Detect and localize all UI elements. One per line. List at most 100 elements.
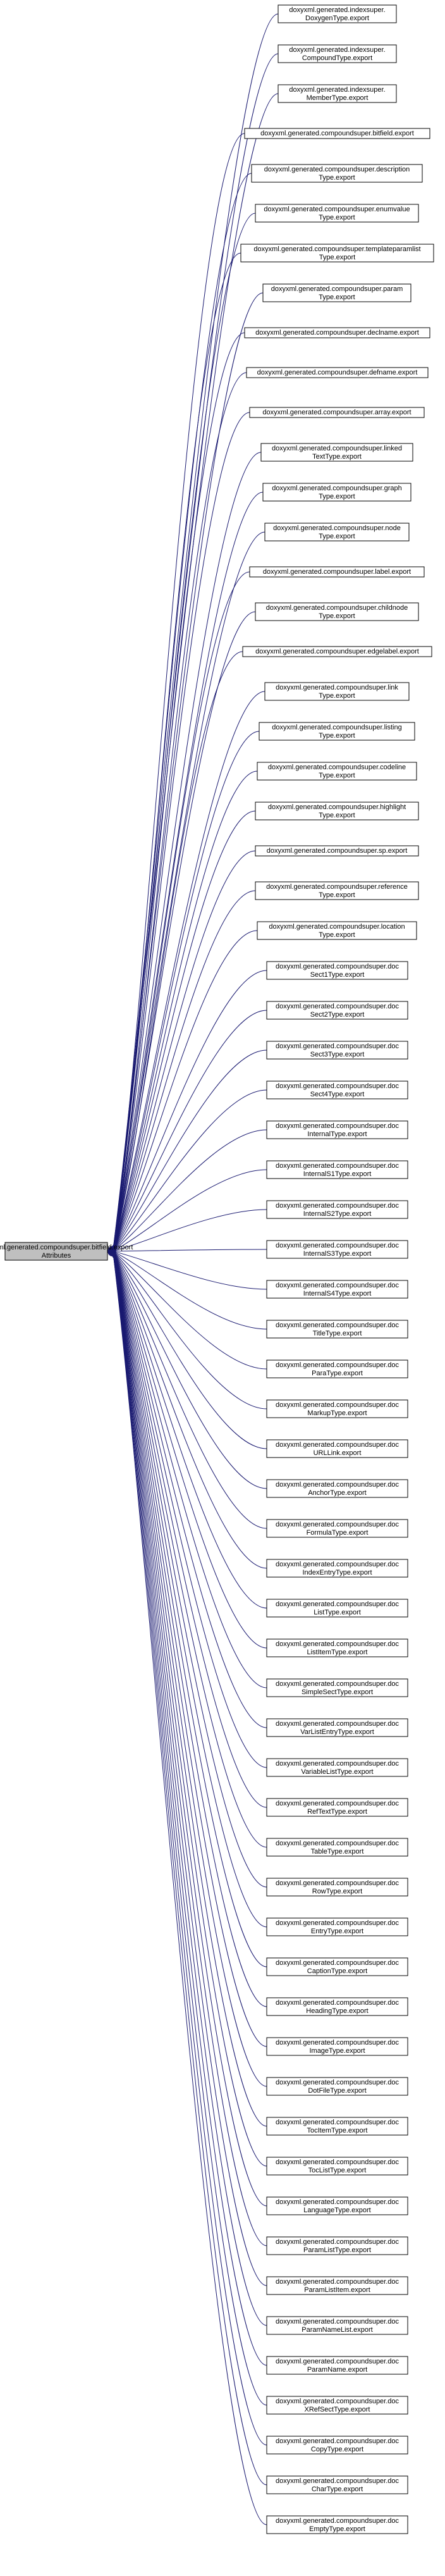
class-node[interactable]: doxyxml.generated.compoundsuper.docListT…: [266, 1599, 408, 1618]
class-node[interactable]: doxyxml.generated.compoundsuper.docRefTe…: [266, 1798, 408, 1817]
class-node[interactable]: doxyxml.generated.compoundsuper.docMarku…: [266, 1399, 408, 1418]
class-node-label: doxyxml.generated.compoundsuper.childnod…: [266, 604, 408, 612]
class-node[interactable]: doxyxml.generated.compoundsuper.docTocIt…: [266, 2117, 408, 2136]
class-node[interactable]: doxyxml.generated.compoundsuper.docVarLi…: [266, 1718, 408, 1737]
class-node[interactable]: doxyxml.generated.compoundsuper.docCharT…: [266, 2475, 408, 2494]
class-node[interactable]: doxyxml.generated.compoundsuper.docDotFi…: [266, 2077, 408, 2096]
class-node-label: Type.export: [319, 931, 355, 939]
class-node-label: InternalS1Type.export: [303, 1170, 372, 1178]
class-node[interactable]: doxyxml.generated.compoundsuper.graphTyp…: [262, 483, 411, 502]
inheritance-edge: [109, 1247, 267, 1728]
center-node[interactable]: doxyxml.generated.compoundsuper.bitfield…: [0, 1242, 133, 1261]
class-node-box: [242, 646, 432, 657]
class-node-box: [244, 327, 430, 338]
class-node[interactable]: doxyxml.generated.compoundsuper.docIndex…: [266, 1559, 408, 1578]
class-node[interactable]: doxyxml.generated.indexsuper.CompoundTyp…: [277, 44, 397, 63]
class-node-label: MarkupType.export: [307, 1409, 367, 1417]
inheritance-edge: [109, 173, 252, 1252]
class-node-label: doxyxml.generated.compoundsuper.doc: [276, 1401, 399, 1409]
class-node-label: ParamListItem.export: [304, 2286, 370, 2294]
class-node[interactable]: doxyxml.generated.compoundsuper.docSimpl…: [266, 1678, 408, 1697]
class-node[interactable]: doxyxml.generated.compoundsuper.label.ex…: [249, 566, 425, 578]
class-node-box: [266, 1957, 408, 1976]
class-node-label: doxyxml.generated.compoundsuper.doc: [276, 1521, 399, 1528]
class-node[interactable]: doxyxml.generated.compoundsuper.docTocLi…: [266, 2157, 408, 2176]
class-node-label: DoxygenType.export: [305, 15, 369, 22]
class-node-box: [259, 722, 415, 741]
class-node[interactable]: doxyxml.generated.compoundsuper.docCapti…: [266, 1957, 408, 1976]
class-node[interactable]: doxyxml.generated.compoundsuper.docParam…: [266, 2276, 408, 2295]
class-node[interactable]: doxyxml.generated.compoundsuper.docInter…: [266, 1280, 408, 1299]
class-node-label: Type.export: [319, 493, 355, 500]
class-node[interactable]: doxyxml.generated.compoundsuper.docFormu…: [266, 1519, 408, 1538]
class-node[interactable]: doxyxml.generated.compoundsuper.docInter…: [266, 1200, 408, 1219]
class-node[interactable]: doxyxml.generated.compoundsuper.docAncho…: [266, 1479, 408, 1498]
class-node[interactable]: doxyxml.generated.compoundsuper.sp.expor…: [255, 845, 419, 857]
class-node[interactable]: doxyxml.generated.compoundsuper.docSect4…: [266, 1081, 408, 1099]
class-node-box: [266, 1280, 408, 1299]
inheritance-edge: [109, 651, 243, 1254]
class-node-box: [266, 2436, 408, 2455]
class-node[interactable]: doxyxml.generated.compoundsuper.docURLLi…: [266, 1439, 408, 1458]
class-node-box: [266, 1997, 408, 2016]
class-node[interactable]: doxyxml.generated.compoundsuper.docSect2…: [266, 1001, 408, 1020]
class-node-label: doxyxml.generated.compoundsuper.doc: [276, 1840, 399, 1847]
class-node[interactable]: doxyxml.generated.compoundsuper.linkType…: [264, 682, 410, 701]
class-node[interactable]: doxyxml.generated.compoundsuper.docParam…: [266, 2356, 408, 2375]
class-node[interactable]: doxyxml.generated.compoundsuper.docInter…: [266, 1160, 408, 1179]
class-node[interactable]: doxyxml.generated.compoundsuper.defname.…: [246, 367, 429, 378]
class-node[interactable]: doxyxml.generated.compoundsuper.docInter…: [266, 1240, 408, 1259]
inheritance-edge: [108, 970, 267, 1256]
class-node-label: doxyxml.generated.compoundsuper.doc: [276, 2437, 399, 2445]
class-node[interactable]: doxyxml.generated.compoundsuper.docImage…: [266, 2037, 408, 2056]
class-node[interactable]: doxyxml.generated.compoundsuper.array.ex…: [249, 407, 425, 418]
class-node[interactable]: doxyxml.generated.compoundsuper.childnod…: [255, 602, 419, 621]
class-node[interactable]: doxyxml.generated.compoundsuper.bitfield…: [244, 128, 430, 139]
class-node[interactable]: doxyxml.generated.compoundsuper.codeline…: [257, 762, 417, 781]
class-node[interactable]: doxyxml.generated.compoundsuper.docInter…: [266, 1120, 408, 1139]
class-node[interactable]: doxyxml.generated.compoundsuper.docRowTy…: [266, 1878, 408, 1897]
class-node[interactable]: doxyxml.generated.compoundsuper.docEntry…: [266, 1917, 408, 1936]
class-node-label: doxyxml.generated.compoundsuper.doc: [276, 1919, 399, 1927]
class-node[interactable]: doxyxml.generated.indexsuper.MemberType.…: [277, 84, 397, 103]
class-node-label: TextType.export: [312, 453, 362, 461]
class-node[interactable]: doxyxml.generated.compoundsuper.docVaria…: [266, 1758, 408, 1777]
class-node-box: [266, 2396, 408, 2415]
class-node[interactable]: doxyxml.generated.compoundsuper.docParam…: [266, 2316, 408, 2335]
class-node[interactable]: doxyxml.generated.compoundsuper.docParam…: [266, 2236, 408, 2255]
class-node[interactable]: doxyxml.generated.compoundsuper.linkedTe…: [260, 443, 413, 462]
class-node[interactable]: doxyxml.generated.compoundsuper.highligh…: [255, 802, 419, 820]
class-node[interactable]: doxyxml.generated.compoundsuper.docXRefS…: [266, 2396, 408, 2415]
class-node[interactable]: doxyxml.generated.compoundsuper.paramTyp…: [262, 283, 411, 302]
class-node[interactable]: doxyxml.generated.compoundsuper.docSect3…: [266, 1041, 408, 1060]
class-node[interactable]: doxyxml.generated.compoundsuper.docTitle…: [266, 1320, 408, 1339]
class-node-label: URLLink.export: [314, 1449, 362, 1457]
class-node[interactable]: doxyxml.generated.compoundsuper.listingT…: [259, 722, 415, 741]
class-node[interactable]: doxyxml.generated.compoundsuper.docHeadi…: [266, 1997, 408, 2016]
class-node-label: doxyxml.generated.indexsuper.: [289, 6, 385, 14]
class-node[interactable]: doxyxml.generated.compoundsuper.docListI…: [266, 1638, 408, 1657]
class-node[interactable]: doxyxml.generated.compoundsuper.declname…: [244, 327, 430, 338]
class-node-box: [266, 1240, 408, 1259]
inheritance-edge: [109, 1249, 267, 2007]
class-node[interactable]: doxyxml.generated.compoundsuper.docLangu…: [266, 2196, 408, 2215]
class-node[interactable]: doxyxml.generated.compoundsuper.descript…: [251, 164, 423, 183]
inheritance-edge: [108, 1246, 267, 1569]
class-node[interactable]: doxyxml.generated.compoundsuper.location…: [257, 921, 417, 940]
class-node[interactable]: doxyxml.generated.compoundsuper.edgelabe…: [242, 646, 432, 657]
class-node[interactable]: doxyxml.generated.compoundsuper.docTable…: [266, 1838, 408, 1857]
class-node[interactable]: doxyxml.generated.compoundsuper.referenc…: [255, 881, 419, 900]
class-node[interactable]: doxyxml.generated.compoundsuper.template…: [240, 244, 434, 263]
inheritance-edge: [107, 1246, 267, 1409]
class-node[interactable]: doxyxml.generated.compoundsuper.enumvalu…: [255, 204, 419, 223]
class-node[interactable]: doxyxml.generated.compoundsuper.nodeType…: [264, 523, 410, 542]
inheritance-edge: [107, 1246, 267, 1489]
class-node[interactable]: doxyxml.generated.indexsuper.DoxygenType…: [277, 4, 397, 23]
class-node[interactable]: doxyxml.generated.compoundsuper.docEmpty…: [266, 2515, 408, 2534]
class-node-box: [255, 802, 419, 820]
class-node-box: [266, 1320, 408, 1339]
class-node-label: TocListType.export: [308, 2167, 367, 2174]
class-node[interactable]: doxyxml.generated.compoundsuper.docSect1…: [266, 961, 408, 980]
class-node[interactable]: doxyxml.generated.compoundsuper.docParaT…: [266, 1359, 408, 1378]
class-node[interactable]: doxyxml.generated.compoundsuper.docCopyT…: [266, 2436, 408, 2455]
